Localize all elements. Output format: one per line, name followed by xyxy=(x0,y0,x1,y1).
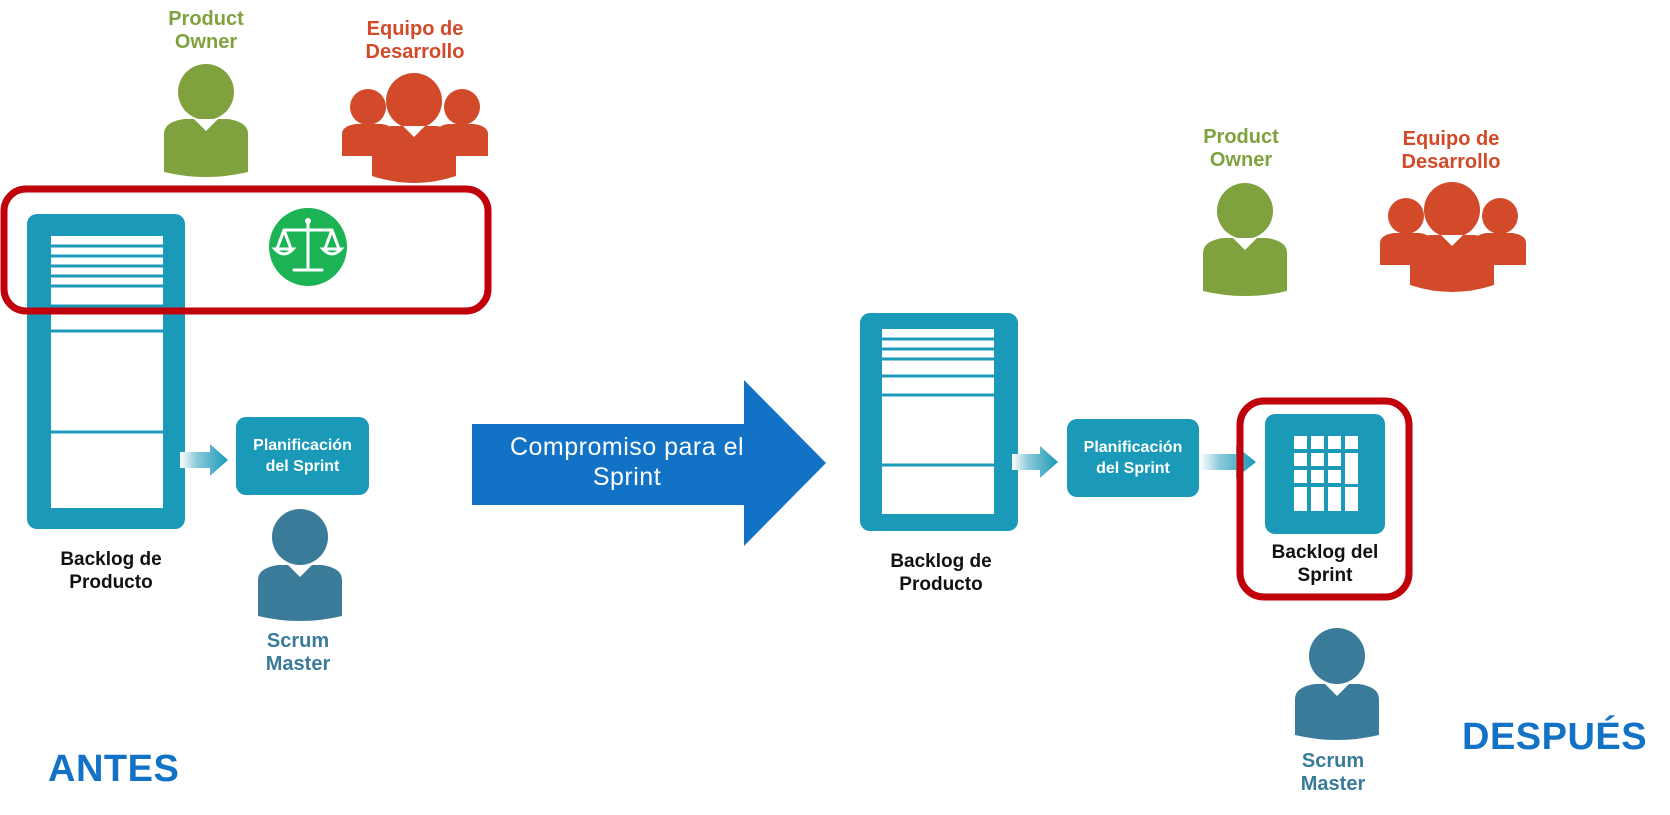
backlog-document-icon xyxy=(27,214,185,529)
after-planning-box: Planificación del Sprint xyxy=(1067,419,1199,497)
scale-balance-icon xyxy=(269,208,347,286)
before-product-owner-label: Product Owner xyxy=(168,8,244,53)
before-backlog-label: Backlog de Producto xyxy=(60,549,162,593)
before-dev-team-label: Equipo de Desarrollo xyxy=(365,18,465,63)
dev-team-group-icon xyxy=(1380,182,1526,292)
dev-team-collar xyxy=(1441,235,1463,246)
commitment-arrow-label: Compromiso para el Sprint xyxy=(509,433,745,491)
commitment-arrow xyxy=(472,380,826,546)
backlog-document-icon xyxy=(860,313,1018,531)
sprint-grid-icon xyxy=(1265,414,1385,534)
highlight-frame-before xyxy=(0,185,492,315)
scrum-master-person-icon xyxy=(1295,628,1379,740)
flow-arrow-icon xyxy=(180,444,228,476)
before-scrum-master-label: Scrum Master xyxy=(265,630,331,675)
flow-arrow-icon xyxy=(1200,446,1256,478)
scrum-master-collar xyxy=(288,565,312,577)
after-scrum-master-label: Scrum Master xyxy=(1300,750,1366,795)
sprint-backlog-label: Backlog del Sprint xyxy=(1271,542,1379,586)
product-owner-collar xyxy=(1233,238,1257,250)
product-owner-person-icon xyxy=(1203,183,1287,296)
scrum-master-person-icon xyxy=(258,509,342,621)
highlight-frame-after xyxy=(1236,397,1413,601)
scrum-master-collar xyxy=(1325,684,1349,696)
after-backlog-label: Backlog de Producto xyxy=(890,551,992,595)
after-dev-team-label: Equipo de Desarrollo xyxy=(1401,128,1501,173)
before-planning-box: Planificación del Sprint xyxy=(236,417,369,495)
before-title: ANTES xyxy=(48,748,180,790)
product-owner-person-icon xyxy=(164,64,248,177)
product-owner-collar xyxy=(194,119,218,131)
dev-team-collar xyxy=(403,126,425,137)
after-title: DESPUÉS xyxy=(1462,716,1648,758)
after-product-owner-label: Product Owner xyxy=(1203,126,1279,171)
flow-arrow-icon xyxy=(1012,446,1058,478)
dev-team-group-icon xyxy=(342,73,488,183)
